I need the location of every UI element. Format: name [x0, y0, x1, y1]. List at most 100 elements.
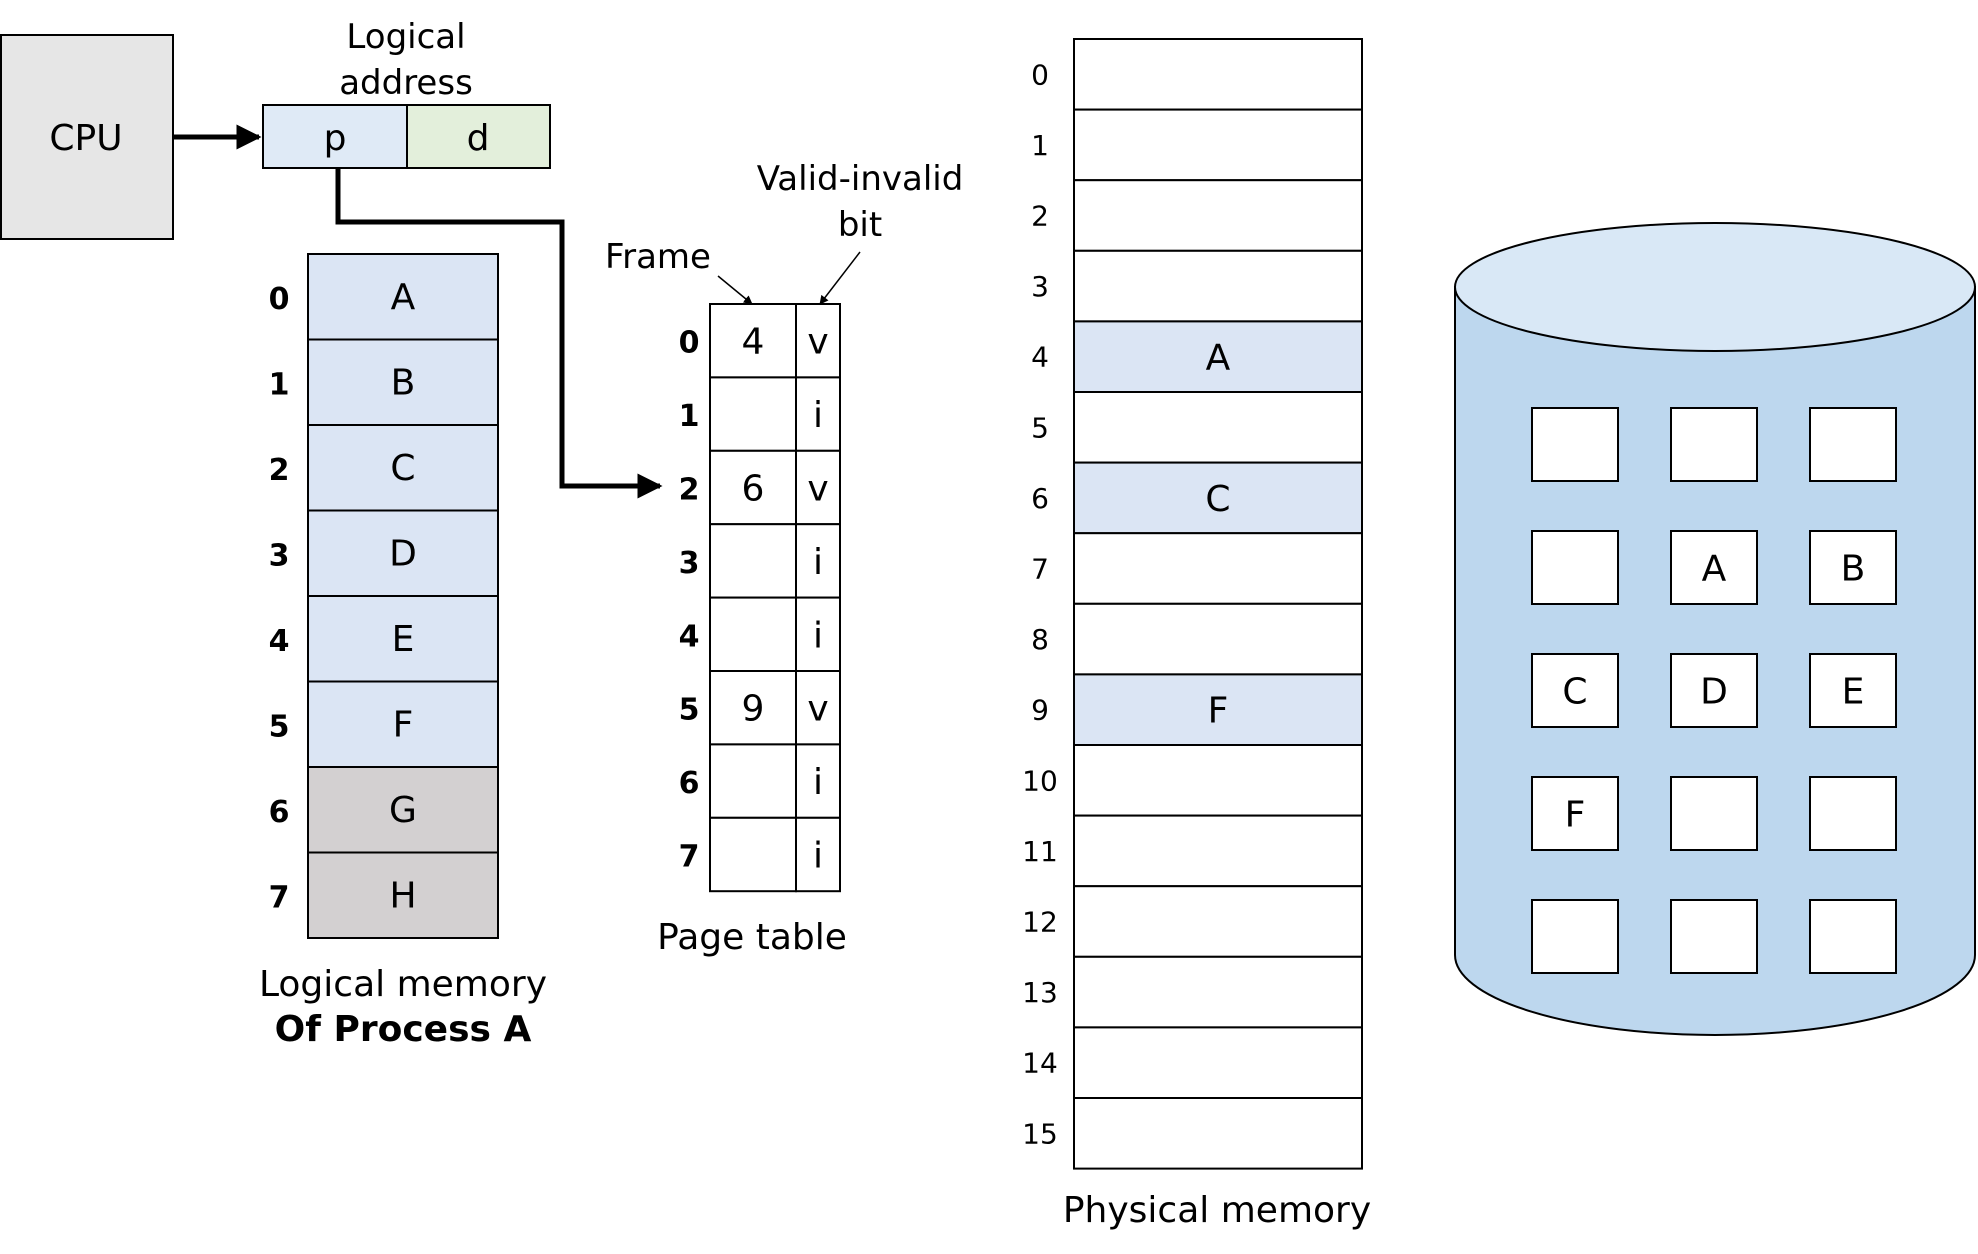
logical-memory-caption: Logical memory: [259, 964, 547, 1005]
logical-page-cell: [307, 424, 499, 512]
disk-block: [1531, 776, 1619, 851]
physical-frame-index: 4: [1031, 341, 1049, 374]
logical-page-label: D: [389, 533, 417, 574]
page-table-frame-number: 6: [742, 469, 765, 510]
physical-frame-cell: [1073, 108, 1363, 182]
page-table-valid-bit: v: [807, 322, 828, 363]
disk-block: [1531, 530, 1619, 605]
physical-frame-index: 1: [1031, 129, 1049, 162]
cpu-label: CPU: [49, 118, 122, 159]
physical-frame-index: 14: [1022, 1047, 1058, 1080]
frame-column-label: Frame: [605, 237, 711, 277]
disk-block: [1809, 407, 1897, 482]
physical-frame-cell: [1073, 249, 1363, 323]
physical-frame-index: 8: [1031, 623, 1049, 656]
disk-block: [1531, 407, 1619, 482]
address-p-label: p: [324, 118, 347, 159]
disk-block-label: C: [1562, 672, 1587, 713]
physical-frame-index: 0: [1031, 58, 1049, 91]
disk-block: [1670, 776, 1758, 851]
disk-block-label: D: [1700, 672, 1728, 713]
page-table-frame-cell: [709, 449, 797, 526]
logical-page-label: C: [390, 448, 415, 489]
page-table-valid-bit: i: [813, 762, 823, 803]
physical-frame-index: 6: [1031, 482, 1049, 515]
disk-block: [1531, 899, 1619, 974]
physical-frame-cell: [1073, 179, 1363, 252]
page-table-index: 2: [679, 473, 700, 508]
page-table-valid-bit: i: [813, 542, 823, 583]
physical-frame-index: 9: [1031, 694, 1049, 727]
logical-page-index: 4: [269, 624, 290, 659]
physical-frame-cell: [1073, 461, 1363, 535]
disk-block: [1670, 653, 1758, 728]
physical-frame-label: C: [1205, 479, 1230, 520]
page-table-bit-cell: [795, 816, 841, 893]
address-d-field: [406, 104, 551, 169]
logical-page-index: 5: [269, 709, 290, 744]
page-table-bit-cell: [795, 376, 841, 452]
physical-frame-index: 3: [1031, 270, 1049, 303]
disk-block-label: B: [1841, 549, 1866, 590]
physical-frame-cell: [1073, 885, 1363, 958]
physical-frame-cell: [1073, 744, 1363, 817]
physical-frame-cell: [1073, 955, 1363, 1029]
disk-block: [1809, 530, 1897, 605]
page-table-frame-cell: [709, 376, 797, 452]
page-table-frame-number: 4: [742, 322, 765, 363]
p-to-page-table-arrow: [335, 168, 663, 499]
logical-page-label: B: [391, 362, 416, 403]
disk-top: [1454, 222, 1976, 352]
valid-bit-label-line1: Valid-invalid: [757, 159, 964, 199]
disk-block: [1531, 653, 1619, 728]
disk-block-label: E: [1842, 672, 1865, 713]
physical-frame-cell: [1073, 320, 1363, 393]
valid-bit-label-pointer: [819, 251, 861, 305]
disk-block: [1809, 776, 1897, 851]
page-table-valid-bit: i: [813, 395, 823, 436]
page-table-caption: Page table: [657, 917, 847, 958]
logical-address-title-line1: Logical: [346, 17, 465, 57]
physical-frame-cell: [1073, 602, 1363, 676]
logical-page-index: 6: [269, 795, 290, 830]
logical-page-cell: [307, 338, 499, 426]
page-table-index: 3: [679, 546, 700, 581]
page-table-frame-cell: [709, 303, 797, 379]
address-p-field: [262, 104, 408, 169]
page-table-valid-bit: i: [813, 615, 823, 656]
logical-page-index: 3: [269, 538, 290, 573]
logical-page-index: 7: [269, 880, 290, 915]
physical-frame-index: 5: [1031, 411, 1049, 444]
physical-frame-index: 12: [1022, 906, 1058, 939]
disk-blocks: A B C D E F: [1531, 407, 1897, 974]
page-table-frame-cell: [709, 596, 797, 672]
logical-page-cell: [307, 851, 499, 939]
frame-label-pointer: [717, 275, 753, 305]
disk-block-label: A: [1702, 549, 1727, 590]
physical-frame-index: 13: [1022, 976, 1058, 1009]
page-table-bit-cell: [795, 523, 841, 599]
physical-frame-label: F: [1208, 691, 1229, 732]
physical-frame-cell: [1073, 532, 1363, 605]
cpu-box: [0, 34, 174, 240]
physical-frame-index: 2: [1031, 200, 1049, 233]
backing-store-disk: A B C D E F: [1454, 222, 1976, 1036]
physical-frame-cell: [1073, 38, 1363, 111]
page-table-bit-cell: [795, 670, 841, 746]
logical-page-index: 0: [269, 282, 290, 317]
disk-block-label: F: [1565, 795, 1586, 836]
page-table-index: 0: [679, 326, 700, 361]
page-table-frame-cell: [709, 816, 797, 893]
page-table-frame-cell: [709, 523, 797, 599]
page-table-index: 1: [679, 399, 700, 434]
page-table-valid-bit: v: [807, 469, 828, 510]
physical-frame-index: 10: [1022, 764, 1058, 797]
disk-block: [1670, 899, 1758, 974]
physical-frame-label: A: [1206, 338, 1231, 379]
page-table-index: 6: [679, 766, 700, 801]
page-table-valid-bit: i: [813, 836, 823, 877]
logical-page-label: A: [391, 277, 416, 318]
